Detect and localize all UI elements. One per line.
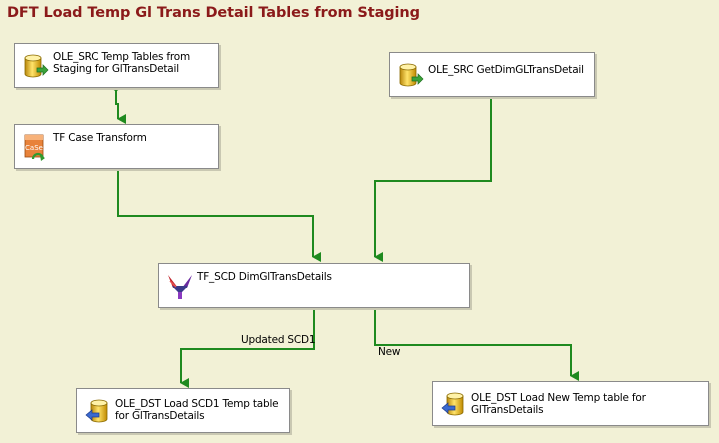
node-label: OLE_SRC GetDimGLTransDetail [428,64,584,76]
slowly-changing-dimension-icon [168,275,192,299]
node-ole-dst-new[interactable]: OLE_DST Load New Temp table for GlTransD… [432,381,709,426]
node-ole-src-get-dim[interactable]: OLE_SRC GetDimGLTransDetail [389,52,595,97]
path-scd-to-dst-scd1 [180,307,315,388]
ole-db-destination-icon [441,392,464,416]
ole-db-destination-icon [85,399,108,423]
node-tf-case-transform[interactable]: CaSe TF Case Transform [14,124,219,169]
node-label: TF_SCD DimGlTransDetails [197,271,332,283]
path-src-temp-to-case [115,88,126,124]
ole-db-source-icon [399,63,424,87]
path-label-new[interactable]: New [378,346,401,358]
case-transform-icon: CaSe [24,134,45,161]
path-label-updated-scd1[interactable]: Updated SCD1 [241,334,316,346]
path-case-to-scd [117,168,321,262]
path-scd-to-dst-new [374,307,579,381]
ole-db-source-icon [24,54,49,78]
node-label: OLE_DST Load SCD1 Temp table for GlTrans… [115,398,279,422]
path-src-dim-to-scd [374,96,492,262]
node-tf-scd[interactable]: TF_SCD DimGlTransDetails [158,263,470,308]
data-flow-title: DFT Load Temp Gl Trans Detail Tables fro… [7,5,420,21]
node-label: TF Case Transform [53,132,147,144]
case-icon-text: CaSe [25,144,43,152]
node-ole-dst-scd1[interactable]: OLE_DST Load SCD1 Temp table for GlTrans… [76,388,290,433]
node-label: OLE_SRC Temp Tables from Staging for GlT… [53,51,191,75]
node-label: OLE_DST Load New Temp table for GlTransD… [471,392,646,416]
node-ole-src-temp-tables[interactable]: OLE_SRC Temp Tables from Staging for GlT… [14,43,219,88]
